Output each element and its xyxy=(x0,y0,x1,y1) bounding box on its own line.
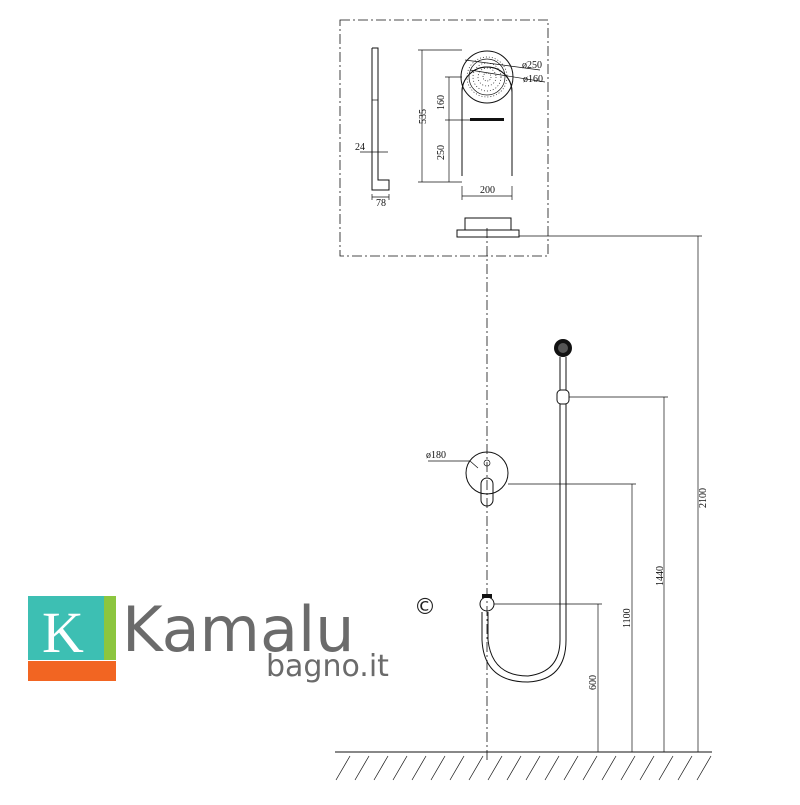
kamalu-logo: K Kamalu © bagno.it xyxy=(28,593,436,684)
dim-d180: ø180 xyxy=(426,450,446,461)
logo-green-strip xyxy=(104,596,116,660)
floor-hatch-line xyxy=(544,755,560,781)
floor-hatch-line xyxy=(677,755,693,781)
floor-hatch-line xyxy=(696,755,712,781)
logo-teal-block xyxy=(28,596,104,660)
dim-2100: 2100 xyxy=(698,488,709,508)
side-profile-view xyxy=(360,47,390,200)
floor-hatch-line xyxy=(335,755,351,781)
floor-hatch-line xyxy=(563,755,579,781)
floor-line xyxy=(335,751,712,781)
logo-copyright: © xyxy=(414,595,436,620)
floor-hatch-line xyxy=(639,755,655,781)
floor-hatch-line xyxy=(392,755,408,781)
floor-hatch-line xyxy=(487,755,503,781)
floor-hatch-line xyxy=(411,755,427,781)
floor-hatch-line xyxy=(449,755,465,781)
dim-250-vertical: 250 xyxy=(436,145,447,160)
dim-200: 200 xyxy=(480,185,495,196)
detail-frame xyxy=(339,19,549,257)
dim-535: 535 xyxy=(418,109,429,124)
floor-hatch-line xyxy=(354,755,370,781)
dim-24: 24 xyxy=(355,142,365,153)
dim-d250: ø250 xyxy=(522,60,542,71)
floor-hatch-line xyxy=(525,755,541,781)
logo-brand-text: Kamalu xyxy=(122,593,354,666)
floor-hatch-line xyxy=(658,755,674,781)
shower-head-front-view xyxy=(418,49,546,200)
floor-hatch-line xyxy=(506,755,522,781)
hand-shower xyxy=(554,339,572,405)
floor-hatch-line xyxy=(430,755,446,781)
mixer-diverter xyxy=(428,451,509,507)
logo-k-letter: K xyxy=(42,600,84,665)
dim-1100: 1100 xyxy=(622,608,633,628)
dim-78: 78 xyxy=(376,198,386,209)
dim-600: 600 xyxy=(588,675,599,690)
logo-orange-bar xyxy=(28,661,116,681)
dim-160-vertical: 160 xyxy=(436,95,447,110)
floor-hatch-line xyxy=(373,755,389,781)
floor-hatch-line xyxy=(601,755,617,781)
ceiling-mount xyxy=(456,217,520,238)
floor-hatch-line xyxy=(620,755,636,781)
dim-d160: ø160 xyxy=(523,74,543,85)
shower-hose xyxy=(481,404,567,683)
floor-hatch-line xyxy=(582,755,598,781)
height-dimensions xyxy=(494,235,702,752)
logo-domain-text: bagno.it xyxy=(266,649,389,684)
floor-hatch-line xyxy=(468,755,484,781)
dim-1440: 1440 xyxy=(655,566,666,586)
